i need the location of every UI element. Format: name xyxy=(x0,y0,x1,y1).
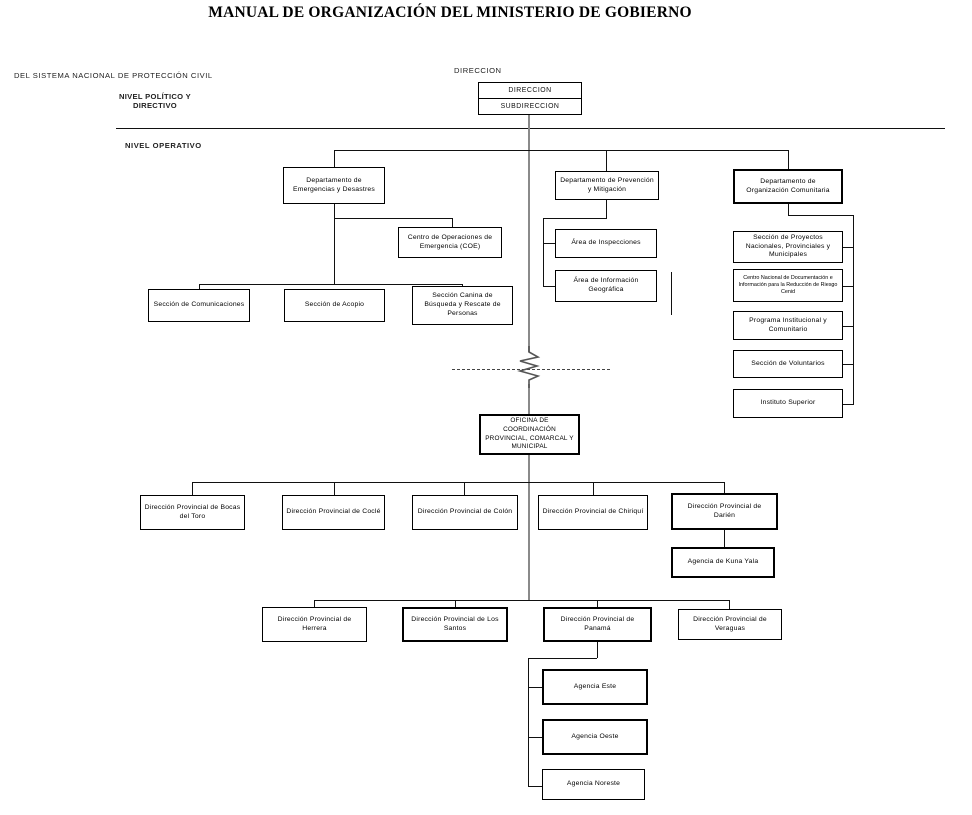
connector-line xyxy=(543,286,555,288)
connector-line xyxy=(853,215,855,405)
org-node-dp-herrera: Dirección Provincial de Herrera xyxy=(262,607,367,642)
connector-line xyxy=(543,218,607,220)
connector-line xyxy=(606,200,608,218)
connector-line xyxy=(528,687,542,689)
connector-line xyxy=(543,218,545,286)
org-node-agencia-oeste: Agencia Oeste xyxy=(542,719,648,755)
org-node-direccion: DIRECCION xyxy=(479,83,581,99)
org-node-dp-los-santos: Dirección Provincial de Los Santos xyxy=(402,607,508,642)
level-politico-label: NIVEL POLÍTICO Y DIRECTIVO xyxy=(118,92,192,110)
connector-line xyxy=(543,243,555,245)
connector-line xyxy=(528,658,597,660)
connector-line xyxy=(464,482,466,496)
connector-line xyxy=(192,482,194,496)
connector-line xyxy=(199,284,462,286)
connector-line xyxy=(843,326,853,328)
page-title: MANUAL DE ORGANIZACIÓN DEL MINISTERIO DE… xyxy=(208,4,692,21)
connector-line xyxy=(528,658,530,786)
org-node-dp-darien: Dirección Provincial de Darién xyxy=(671,493,778,530)
org-node-agencia-noreste: Agencia Noreste xyxy=(542,769,645,800)
org-node-dept-emergencias: Departamento de Emergencias y Desastres xyxy=(283,167,385,204)
org-node-dp-cocle: Dirección Provincial de Coclé xyxy=(282,495,385,530)
org-node-oficina-coordinacion: OFICINA DE COORDINACIÓN PROVINCIAL, COMA… xyxy=(479,414,580,455)
connector-line xyxy=(528,786,542,788)
trunk-line xyxy=(528,114,530,352)
stray-line xyxy=(671,272,673,315)
org-node-seccion-acopio: Sección de Acopio xyxy=(284,289,385,322)
connector-line xyxy=(606,150,608,172)
org-node-area-informacion: Área de Información Geográfica xyxy=(555,270,657,302)
org-node-area-inspecciones: Área de Inspecciones xyxy=(555,229,657,258)
org-node-programa-institucional: Programa Institucional y Comunitario xyxy=(733,311,843,340)
connector-line xyxy=(788,204,790,215)
line-break-symbol xyxy=(517,346,541,388)
connector-line xyxy=(597,600,599,608)
chart-subtitle: DEL SISTEMA NACIONAL DE PROTECCIÓN CIVIL xyxy=(14,71,213,80)
level-divider-line xyxy=(116,128,945,130)
connector-line xyxy=(788,215,853,217)
trunk-line xyxy=(528,384,530,415)
org-node-dp-chiriqui: Dirección Provincial de Chiriquí xyxy=(538,495,648,530)
org-node-agencia-kuna: Agencia de Kuna Yala xyxy=(671,547,775,578)
connector-line xyxy=(314,600,729,602)
org-node-subdireccion: SUBDIRECCION xyxy=(500,103,560,110)
connector-line xyxy=(334,218,452,220)
org-node-seccion-comunicaciones: Sección de Comunicaciones xyxy=(148,289,250,322)
org-node-dp-colon: Dirección Provincial de Colón xyxy=(412,495,518,530)
org-node-dp-bocas: Dirección Provincial de Bocas del Toro xyxy=(140,495,245,530)
connector-line xyxy=(334,150,336,168)
connector-line xyxy=(314,600,316,608)
org-node-seccion-voluntarios: Sección de Voluntarios xyxy=(733,350,843,378)
dashed-separator-line xyxy=(452,369,610,370)
connector-line xyxy=(597,642,599,658)
connector-line xyxy=(843,364,853,366)
org-node-dept-comunitaria: Departamento de Organización Comunitaria xyxy=(733,169,843,204)
connector-line xyxy=(843,286,853,288)
org-node-agencia-este: Agencia Este xyxy=(542,669,648,705)
connector-line xyxy=(724,530,726,548)
connector-line xyxy=(452,218,454,228)
org-node-dp-panama: Dirección Provincial de Panamá xyxy=(543,607,652,642)
trunk-line xyxy=(528,455,530,601)
org-node-seccion-proyectos: Sección de Proyectos Nacionales, Provinc… xyxy=(733,231,843,263)
connector-line xyxy=(455,600,457,608)
level-operativo-label: NIVEL OPERATIVO xyxy=(125,141,202,150)
org-node-dept-prevencion: Departamento de Prevención y Mitigación xyxy=(555,171,659,200)
org-node-seccion-canina: Sección Canina de Búsqueda y Rescate de … xyxy=(412,286,513,325)
org-node-coe: Centro de Operaciones de Emergencia (COE… xyxy=(398,227,502,258)
connector-line xyxy=(724,482,726,494)
connector-line xyxy=(843,404,853,406)
org-node-instituto-superior: Instituto Superior xyxy=(733,389,843,418)
connector-line xyxy=(334,482,336,496)
org-node-centro-nacional: Centro Nacional de Documentación e Infor… xyxy=(733,269,843,302)
org-node-dp-veraguas: Dirección Provincial de Veraguas xyxy=(678,609,782,640)
connector-line xyxy=(593,482,595,496)
connector-line xyxy=(334,203,336,284)
org-node-direccion-group: DIRECCION SUBDIRECCION xyxy=(478,82,582,115)
connector-line xyxy=(528,737,542,739)
connector-line xyxy=(729,600,731,610)
connector-line xyxy=(199,284,201,290)
connector-line xyxy=(192,482,725,484)
connector-line xyxy=(788,150,790,170)
connector-line xyxy=(843,247,853,249)
direccion-caption: DIRECCION xyxy=(454,66,502,75)
connector-line xyxy=(334,150,789,152)
